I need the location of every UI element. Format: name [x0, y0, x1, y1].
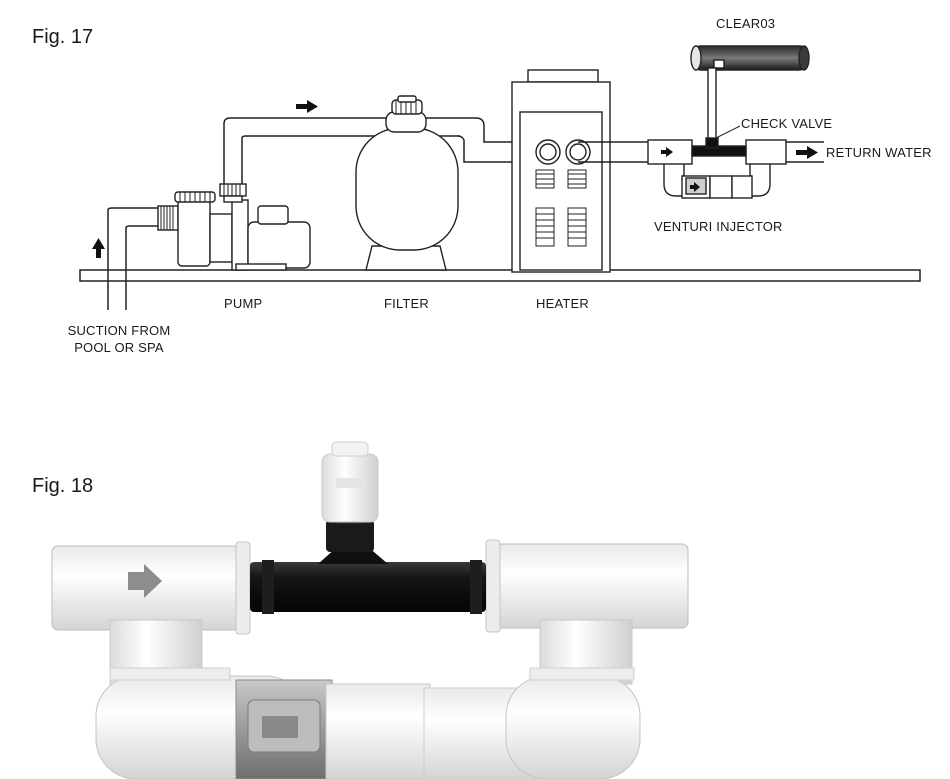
suction-pipe	[107, 207, 160, 310]
base-platform	[79, 269, 921, 282]
heater-to-injector-pipe	[578, 141, 650, 163]
clear03-device	[690, 45, 810, 139]
venturi-injector-label: VENTURI INJECTOR	[654, 219, 783, 234]
filter-to-heater-pipe	[457, 117, 550, 163]
fig17-title: Fig. 17	[32, 26, 94, 48]
pump	[157, 183, 311, 271]
check-valve-leader	[715, 125, 741, 139]
check-valve-label: CHECK VALVE	[741, 116, 833, 131]
flow-arrow-icon	[296, 100, 318, 113]
heater-label: HEATER	[536, 296, 589, 311]
suction-label: SUCTION FROM POOL OR SPA	[60, 323, 178, 355]
suction-label-line2: POOL OR SPA	[74, 340, 164, 355]
suction-label-line1: SUCTION FROM	[67, 323, 171, 338]
return-water-pipe	[786, 141, 824, 163]
filter-label: FILTER	[384, 296, 430, 311]
venturi-injector-photo	[51, 441, 689, 779]
heater	[511, 69, 611, 273]
fig18-title: Fig. 18	[32, 475, 94, 497]
flow-direction-arrow-icon	[128, 564, 162, 598]
clear03-label: CLEAR03	[716, 16, 776, 31]
return-arrow-icon	[796, 146, 818, 159]
filter	[355, 95, 459, 271]
return-water-label: RETURN WATER	[826, 145, 932, 160]
pump-to-filter-pipe	[223, 117, 476, 184]
pump-label: PUMP	[224, 296, 263, 311]
flow-arrow-icon	[661, 147, 700, 192]
suction-arrow-icon	[92, 238, 105, 258]
venturi-injector-assembly	[647, 137, 787, 199]
